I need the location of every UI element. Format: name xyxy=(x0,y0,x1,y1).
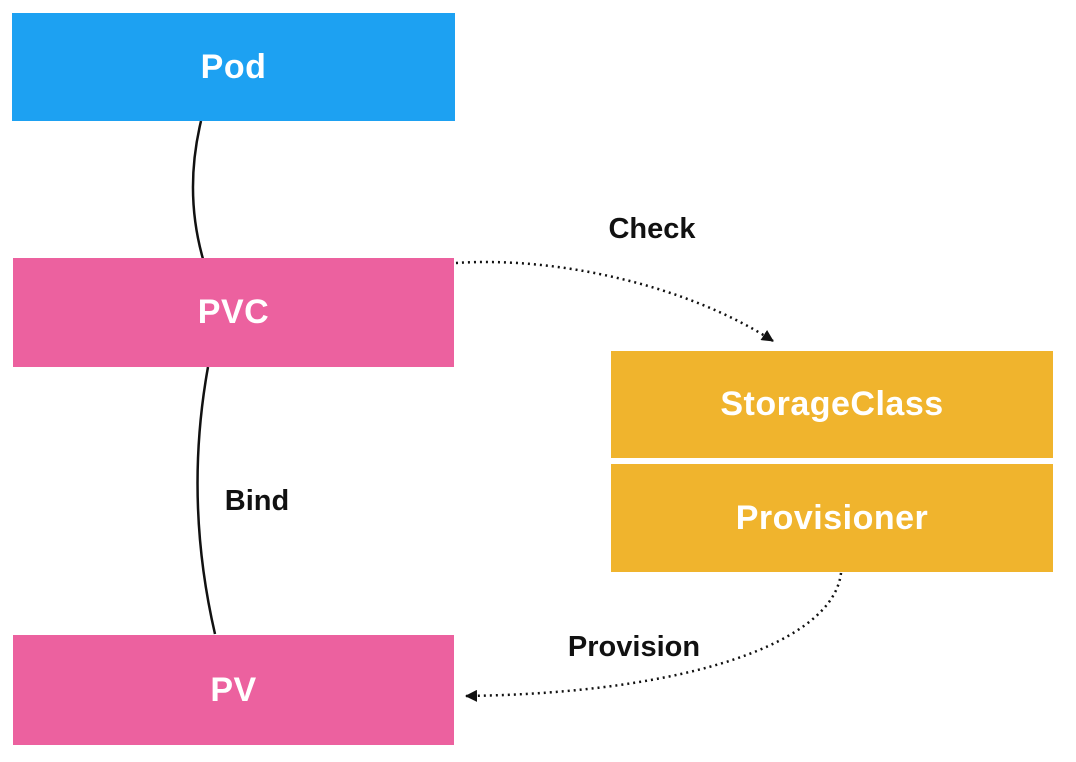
edge-label-check: Check xyxy=(608,213,696,245)
edge-pod-pvc xyxy=(191,120,205,260)
node-pv-label: PV xyxy=(210,670,257,709)
edge-pvc-storageclass-check xyxy=(455,260,774,343)
node-pv: PV xyxy=(13,635,454,745)
node-pvc: PVC xyxy=(13,258,454,367)
node-pod-label: Pod xyxy=(200,47,267,86)
node-storageclass-label: StorageClass xyxy=(720,385,944,423)
edge-label-bind: Bind xyxy=(224,485,290,517)
node-pod: Pod xyxy=(12,13,455,121)
node-pvc-label: PVC xyxy=(197,293,270,331)
node-storageclass: StorageClass xyxy=(611,351,1053,458)
edge-pvc-pv-bind xyxy=(196,366,217,635)
node-provisioner-label: Provisioner xyxy=(735,498,929,537)
edge-label-provision: Provision xyxy=(567,631,701,663)
node-provisioner: Provisioner xyxy=(611,464,1053,572)
